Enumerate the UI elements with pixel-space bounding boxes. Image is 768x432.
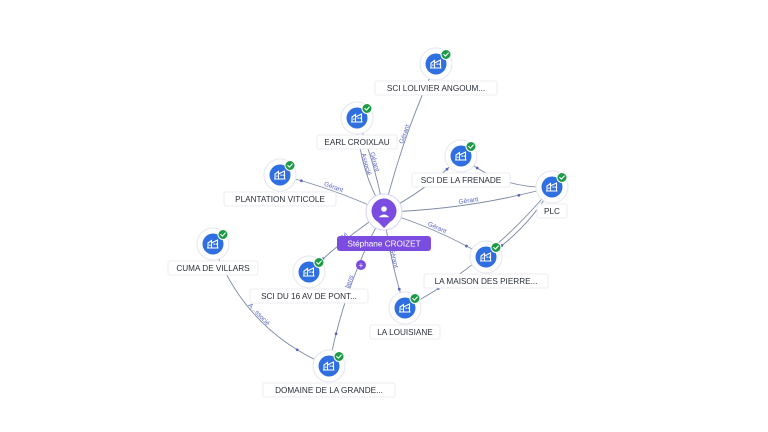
center-label-box (337, 236, 431, 251)
company-icon (207, 239, 219, 249)
verified-check-icon (556, 172, 568, 183)
person-icon (378, 206, 390, 218)
company-node-core (394, 297, 416, 319)
expand-badge[interactable]: + (356, 260, 366, 270)
company-node-core (346, 107, 368, 129)
company-node-sci-16av[interactable]: SCI DU 16 AV DE PONT... (249, 255, 369, 304)
company-label: LA LOUISIANE (377, 328, 433, 337)
company-icon (546, 182, 558, 192)
company-node-louisiane[interactable]: LA LOUISIANE (369, 291, 441, 340)
company-node-domaine[interactable]: DOMAINE DE LA GRANDE... (262, 349, 396, 398)
company-label-box (262, 382, 396, 398)
edge-arrow (397, 287, 401, 291)
verified-check-icon (490, 242, 502, 253)
verified-check-icon (313, 257, 325, 268)
company-icon (455, 151, 467, 161)
company-label-box (374, 80, 498, 96)
company-node-core (425, 53, 447, 75)
company-label: LA MAISON DES PIERRE... (435, 277, 538, 286)
nodes-layer: SCI LOLIVIER ANGOUM... EARL CROIXLAU SCI D… (167, 47, 569, 398)
edge-arrow (299, 179, 303, 183)
company-icon (430, 59, 442, 69)
company-label: SCI LOLIVIER ANGOUM... (387, 84, 485, 93)
company-label: PLC (544, 207, 560, 216)
company-label-box (411, 172, 511, 188)
company-node-earl-croixlau[interactable]: EARL CROIXLAU (316, 101, 398, 150)
edge-arrow (334, 332, 338, 336)
company-node-plantation[interactable]: PLANTATION VITICOLE (223, 158, 337, 207)
company-node-sci-frenade[interactable]: SCI DE LA FRENADE (411, 139, 511, 188)
company-icon (480, 252, 492, 262)
edge-arrow (465, 244, 468, 248)
edge-label: Gérant (458, 196, 479, 206)
verified-check-icon (409, 293, 421, 304)
verified-check-icon (284, 160, 296, 171)
company-label: SCI DE LA FRENADE (421, 176, 502, 185)
company-icon (274, 170, 286, 180)
edge-arrow (295, 348, 299, 352)
edge-label: A...ssocié (246, 302, 271, 328)
company-node-plc[interactable]: PLC (535, 170, 569, 219)
company-node-maison-pierres[interactable]: LA MAISON DES PIERRE... (423, 240, 549, 289)
company-icon (399, 303, 411, 313)
company-icon (351, 113, 363, 123)
company-node-core (318, 355, 340, 377)
edge-label: Gérant (388, 248, 399, 269)
center-node[interactable]: Stéphane CROIZET + (337, 193, 431, 270)
center-node-label: Stéphane CROIZET (347, 240, 420, 249)
company-label-box (423, 273, 549, 289)
edge-arrow (517, 193, 521, 197)
company-node-cuma[interactable]: CUMA DE VILLARS (167, 227, 259, 276)
center-node-pin (371, 198, 397, 228)
company-label: SCI DU 16 AV DE PONT... (261, 292, 357, 301)
edge-label: Gérant (398, 123, 411, 144)
edge-label: Gérant (426, 221, 447, 236)
company-label: PLANTATION VITICOLE (235, 195, 325, 204)
company-icon (303, 267, 315, 277)
edge-arrow (445, 167, 449, 171)
expand-badge-label: + (359, 261, 364, 270)
verified-check-icon (333, 351, 345, 362)
company-label-box (316, 134, 398, 150)
company-label-box (167, 260, 259, 276)
company-node-core (269, 164, 291, 186)
verified-check-icon (440, 49, 452, 60)
company-label: EARL CROIXLAU (324, 138, 389, 147)
verified-check-icon (217, 229, 229, 240)
company-label-box (536, 203, 568, 219)
edge-center-plc: Gérant (383, 186, 553, 213)
edge-arrow (475, 166, 479, 170)
verified-check-icon (361, 103, 373, 114)
company-label-box (249, 288, 369, 304)
company-label-box (369, 324, 441, 340)
company-label-box (223, 191, 337, 207)
company-node-core (475, 246, 497, 268)
company-label: CUMA DE VILLARS (176, 264, 250, 273)
company-label: DOMAINE DE LA GRANDE... (275, 386, 383, 395)
company-node-core (450, 145, 472, 167)
company-node-core (202, 233, 224, 255)
company-node-core (541, 176, 563, 198)
company-node-sci-lolivier[interactable]: SCI LOLIVIER ANGOUM... (374, 47, 498, 96)
verified-check-icon (465, 141, 477, 152)
company-node-core (298, 261, 320, 283)
company-icon (323, 361, 335, 371)
